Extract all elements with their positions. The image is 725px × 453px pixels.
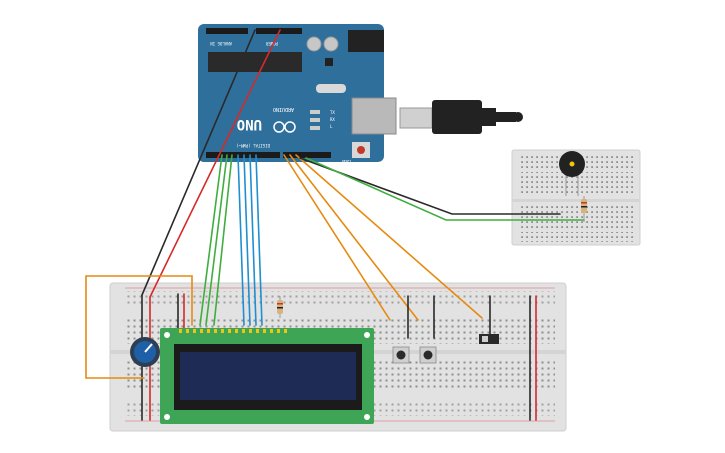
- arduino-brand: ARDUINO: [273, 106, 294, 112]
- usb-cable: [399, 100, 523, 134]
- reset-label: RESET: [342, 159, 351, 163]
- resistor-buzzer: [581, 196, 587, 222]
- l-led-label: L: [330, 124, 333, 129]
- slide-switch: [479, 334, 499, 344]
- piezo-buzzer: [559, 151, 585, 196]
- arduino-uno-logo: UNO: [237, 116, 262, 132]
- rx-led-label: RX: [330, 117, 335, 122]
- potentiometer: [130, 337, 160, 367]
- lcd-screen: [180, 352, 356, 400]
- tx-led-label: TX: [330, 110, 335, 115]
- wires: [85, 29, 585, 421]
- small-breadboard: [511, 149, 641, 246]
- resistor-main: [277, 296, 283, 318]
- push-button-1: [392, 346, 410, 364]
- arduino-uno-board: UNO ARDUINO DIGITAL (PWM~) POWER ANALOG …: [198, 24, 397, 163]
- digital-header-label: DIGITAL (PWM~): [236, 143, 270, 148]
- analog-header-label: ANALOG IN: [210, 41, 232, 46]
- push-button-2: [419, 346, 437, 364]
- arduino-infinity-icon: [273, 121, 296, 133]
- power-header-label: POWER: [265, 41, 278, 46]
- lcd-16x2: [160, 328, 374, 424]
